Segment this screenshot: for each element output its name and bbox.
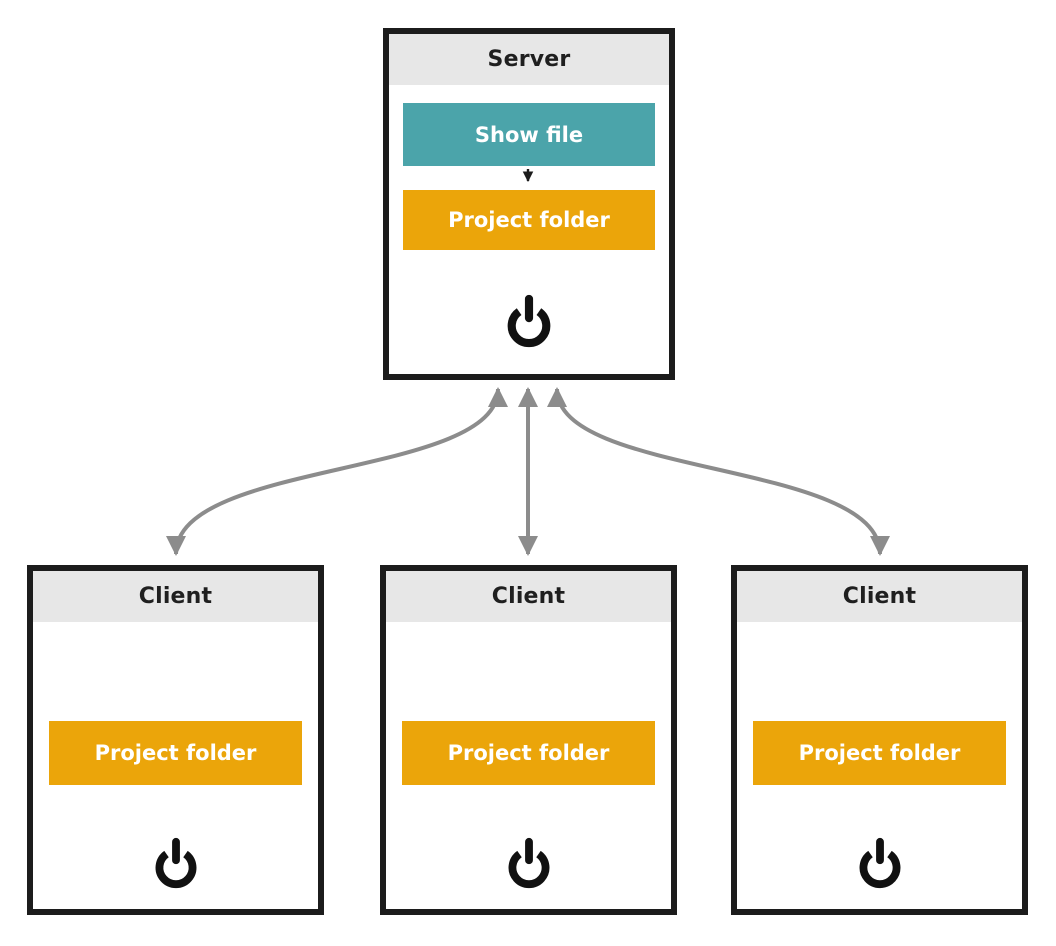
- client-3-project-folder-label: Project folder: [798, 741, 961, 765]
- power-icon[interactable]: [857, 837, 903, 889]
- client-3-title: Client: [737, 571, 1022, 622]
- client-2-project-folder-label: Project folder: [447, 741, 610, 765]
- server-client3-arrow: [547, 387, 890, 556]
- power-icon[interactable]: [506, 837, 552, 889]
- client-2-project-folder-button[interactable]: Project folder: [402, 721, 655, 785]
- client-1-project-folder-label: Project folder: [94, 741, 257, 765]
- client-2-title: Client: [386, 571, 671, 622]
- power-icon[interactable]: [153, 837, 199, 889]
- show-file-button[interactable]: Show file: [403, 103, 655, 166]
- client-1-project-folder-button[interactable]: Project folder: [49, 721, 302, 785]
- server-project-folder-label: Project folder: [448, 208, 610, 232]
- server-title: Server: [389, 34, 669, 85]
- client-box-2: Client Project folder: [380, 565, 677, 915]
- server-project-folder-button[interactable]: Project folder: [403, 190, 655, 250]
- server-box: Server Show file Project folder: [383, 28, 675, 380]
- client-3-project-folder-button[interactable]: Project folder: [753, 721, 1006, 785]
- show-file-label: Show file: [474, 122, 584, 147]
- client-1-title: Client: [33, 571, 318, 622]
- power-icon[interactable]: [505, 294, 553, 348]
- client-box-3: Client Project folder: [731, 565, 1028, 915]
- server-client1-arrow: [166, 387, 508, 556]
- client-box-1: Client Project folder: [27, 565, 324, 915]
